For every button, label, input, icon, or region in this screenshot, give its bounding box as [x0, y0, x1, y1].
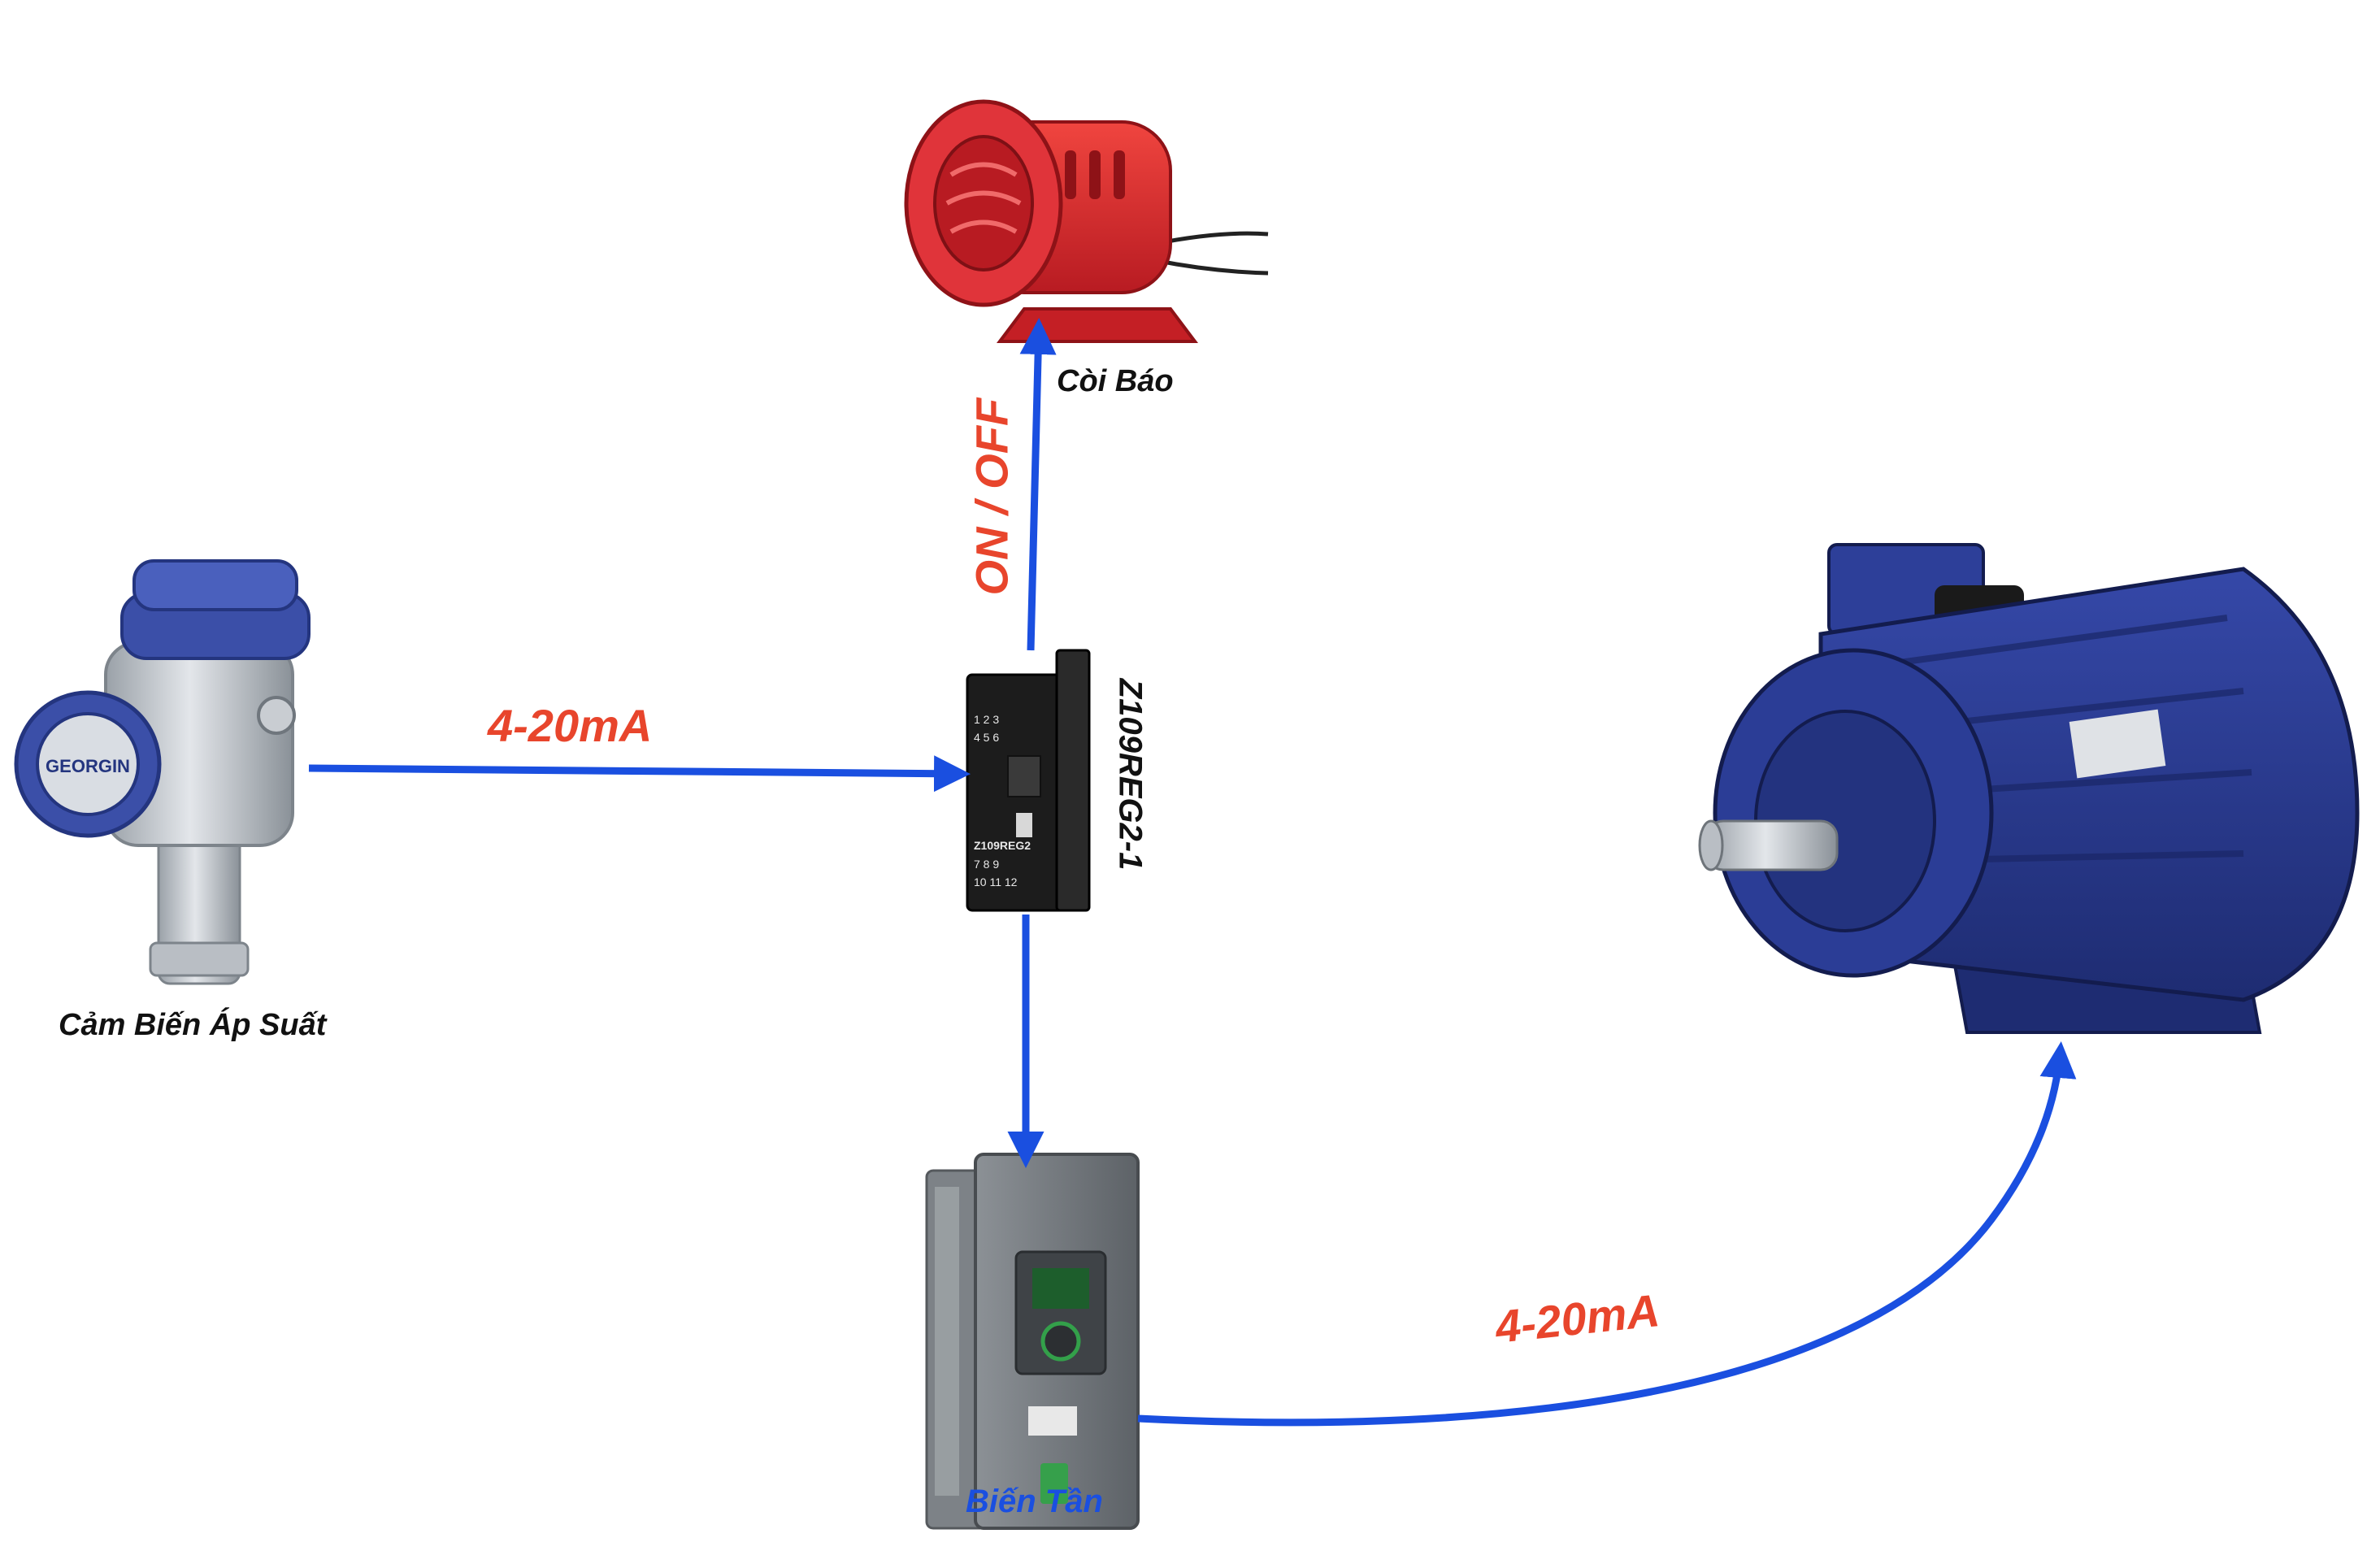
- pressure-sensor-icon: GEORGIN: [14, 559, 311, 985]
- label-module: Z109REG2-1: [1112, 678, 1149, 871]
- arrow-module-to-alarm: [1019, 318, 1057, 651]
- module-terminals-4: 10 11 12: [974, 875, 1018, 888]
- module-terminals-1: 1 2 3: [974, 713, 999, 726]
- signal-module-icon: 1 2 3 4 5 6 Z109REG2 7 8 9 10 11 12: [966, 649, 1091, 912]
- inverter-icon: [925, 1153, 1140, 1530]
- alarm-siren-icon: [904, 99, 1269, 343]
- label-alarm: Còi Báo: [1057, 364, 1174, 398]
- module-model-text: Z109REG2: [974, 839, 1031, 852]
- arrow-sensor-to-module: [308, 755, 971, 793]
- label-inverter: Biến Tần: [966, 1484, 1103, 1519]
- module-terminals-3: 7 8 9: [974, 858, 999, 871]
- label-signal-alarm: ON / OFF: [966, 398, 1018, 596]
- label-pressure-sensor: Cảm Biến Áp Suất: [59, 1008, 327, 1042]
- label-signal-sensor: 4-20mA: [488, 700, 653, 751]
- module-terminals-2: 4 5 6: [974, 731, 999, 744]
- electric-motor-icon: [1698, 543, 2360, 1034]
- sensor-brand-text: GEORGIN: [46, 756, 130, 776]
- arrow-inverter-to-motor: [1137, 1041, 2077, 1427]
